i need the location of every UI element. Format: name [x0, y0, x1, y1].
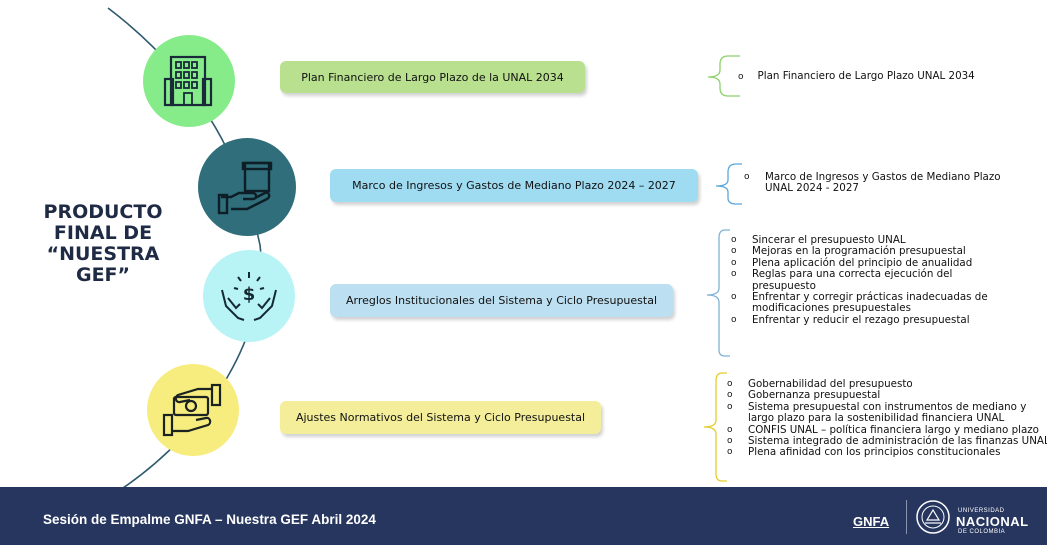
list-item: o Plena afinidad con los principios const… — [725, 447, 1047, 458]
detail-text: presupuesto — [752, 279, 816, 292]
detail-text: Mejoras en la programación presupuestal — [752, 245, 966, 258]
bullet-marker: o — [738, 72, 744, 82]
list-item: o Plena aplicación del principio de anual… — [729, 256, 988, 269]
item-ajustes: Ajustes Normativos del Sistema y Ciclo P… — [280, 401, 601, 434]
unal-label-bottom: DE COLOMBIA — [958, 529, 1006, 535]
bullet-marker: o — [727, 447, 733, 458]
detail-text: Enfrentar y corregir prácticas inadecuad… — [752, 291, 988, 304]
detail-plan: o Plan Financiero de Largo Plazo UNAL 203… — [738, 70, 975, 82]
title-line: PRODUCTO — [43, 201, 163, 223]
item-label: Ajustes Normativos del Sistema y Ciclo P… — [295, 411, 586, 424]
item-plan: Plan Financiero de Largo Plazo de la UNA… — [280, 61, 585, 93]
detail-text: Plena aplicación del principio de anuali… — [752, 256, 973, 269]
circle-arreglos: $ — [203, 250, 295, 342]
detail-text: Plena afinidad con los principios consti… — [748, 446, 1001, 459]
building-icon — [163, 55, 213, 107]
unal-label-top: UNIVERSIDAD — [958, 508, 1005, 514]
svg-text:$: $ — [243, 284, 256, 305]
footer-divider — [906, 500, 907, 534]
bullet-marker: o — [731, 269, 737, 280]
hand-box-icon — [217, 161, 273, 215]
detail-text: Gobernanza presupuestal — [748, 389, 881, 402]
detail-text: Marco de Ingresos y Gastos de Mediano Pl… — [765, 171, 1001, 183]
list-item: o Mejoras en la programación presupuestal — [729, 246, 988, 257]
item-label: Marco de Ingresos y Gastos de Mediano Pl… — [352, 179, 676, 192]
title-line: “NUESTRA — [46, 243, 160, 265]
detail-text: Enfrentar y reducir el rezago presupuest… — [752, 313, 970, 326]
list-item: o Enfrentar y corregir prácticas inadecua… — [729, 291, 988, 315]
list-item: o Enfrentar y reducir el rezago presupues… — [729, 313, 988, 326]
detail-text: modificaciones presupuestales — [752, 302, 911, 315]
circle-ajustes — [147, 364, 239, 456]
list-item: o Gobernabilidad del presupuesto — [725, 378, 1047, 390]
main-title: PRODUCTO FINAL DE “NUESTRA GEF” — [28, 202, 178, 286]
detail-text: Gobernabilidad del presupuesto — [748, 378, 913, 390]
bullet-marker: o — [727, 401, 733, 412]
item-arreglos: Arreglos Institucionales del Sistema y C… — [330, 284, 673, 317]
money-exchange-icon — [162, 383, 222, 437]
bullet-marker: o — [727, 424, 733, 435]
hands-money-icon: $ — [221, 272, 277, 321]
detail-marco: o Marco de Ingresos y Gastos de Mediano P… — [742, 171, 1001, 195]
unal-label-main: NACIONAL — [956, 514, 1029, 529]
detail-text: Plan Financiero de Largo Plazo UNAL 2034 — [757, 70, 975, 82]
list-item: o Sistema presupuestal con instrumentos d… — [725, 400, 1047, 425]
item-label: Arreglos Institucionales del Sistema y C… — [345, 294, 658, 307]
detail-text: Reglas para una correcta ejecución del — [752, 268, 953, 281]
detail-text: UNAL 2024 - 2027 — [765, 182, 859, 195]
bullet-marker: o — [731, 314, 737, 325]
bullet-marker: o — [744, 172, 750, 182]
bullet-marker: o — [731, 292, 737, 303]
bullet-marker: o — [727, 390, 733, 401]
bullet-marker: o — [727, 379, 733, 389]
circle-plan — [143, 35, 235, 127]
detail-text: CONFIS UNAL – política financiera largo … — [748, 423, 1039, 436]
gnfa-logo: GNFA — [853, 514, 890, 529]
detail-text: largo plazo para la sostenibilidad finan… — [748, 412, 1005, 425]
list-item: o Sistema integrado de administración de … — [725, 435, 1047, 448]
footer-title: Sesión de Empalme GNFA – Nuestra GEF Abr… — [43, 512, 376, 527]
list-item: o CONFIS UNAL – política financiera largo… — [725, 423, 1047, 436]
detail-text: Sincerar el presupuesto UNAL — [752, 234, 906, 246]
item-marco: Marco de Ingresos y Gastos de Mediano Pl… — [330, 169, 698, 202]
circle-marco — [198, 138, 296, 236]
footer-bar — [0, 487, 1047, 545]
bullet-marker: o — [731, 235, 737, 245]
title-line: FINAL DE — [53, 222, 153, 244]
detail-text: Sistema presupuestal con instrumentos de… — [748, 400, 1027, 413]
bullet-marker: o — [731, 246, 737, 257]
unal-seal-icon — [916, 500, 950, 534]
detail-text: Sistema integrado de administración de l… — [748, 435, 1047, 448]
title-line: GEF” — [75, 264, 131, 286]
list-item: o Sincerar el presupuesto UNAL — [729, 234, 988, 246]
item-label: Plan Financiero de Largo Plazo de la UNA… — [301, 70, 564, 84]
bullet-marker: o — [731, 257, 737, 268]
list-item: o Gobernanza presupuestal — [725, 390, 1047, 401]
bullet-marker: o — [727, 436, 733, 447]
